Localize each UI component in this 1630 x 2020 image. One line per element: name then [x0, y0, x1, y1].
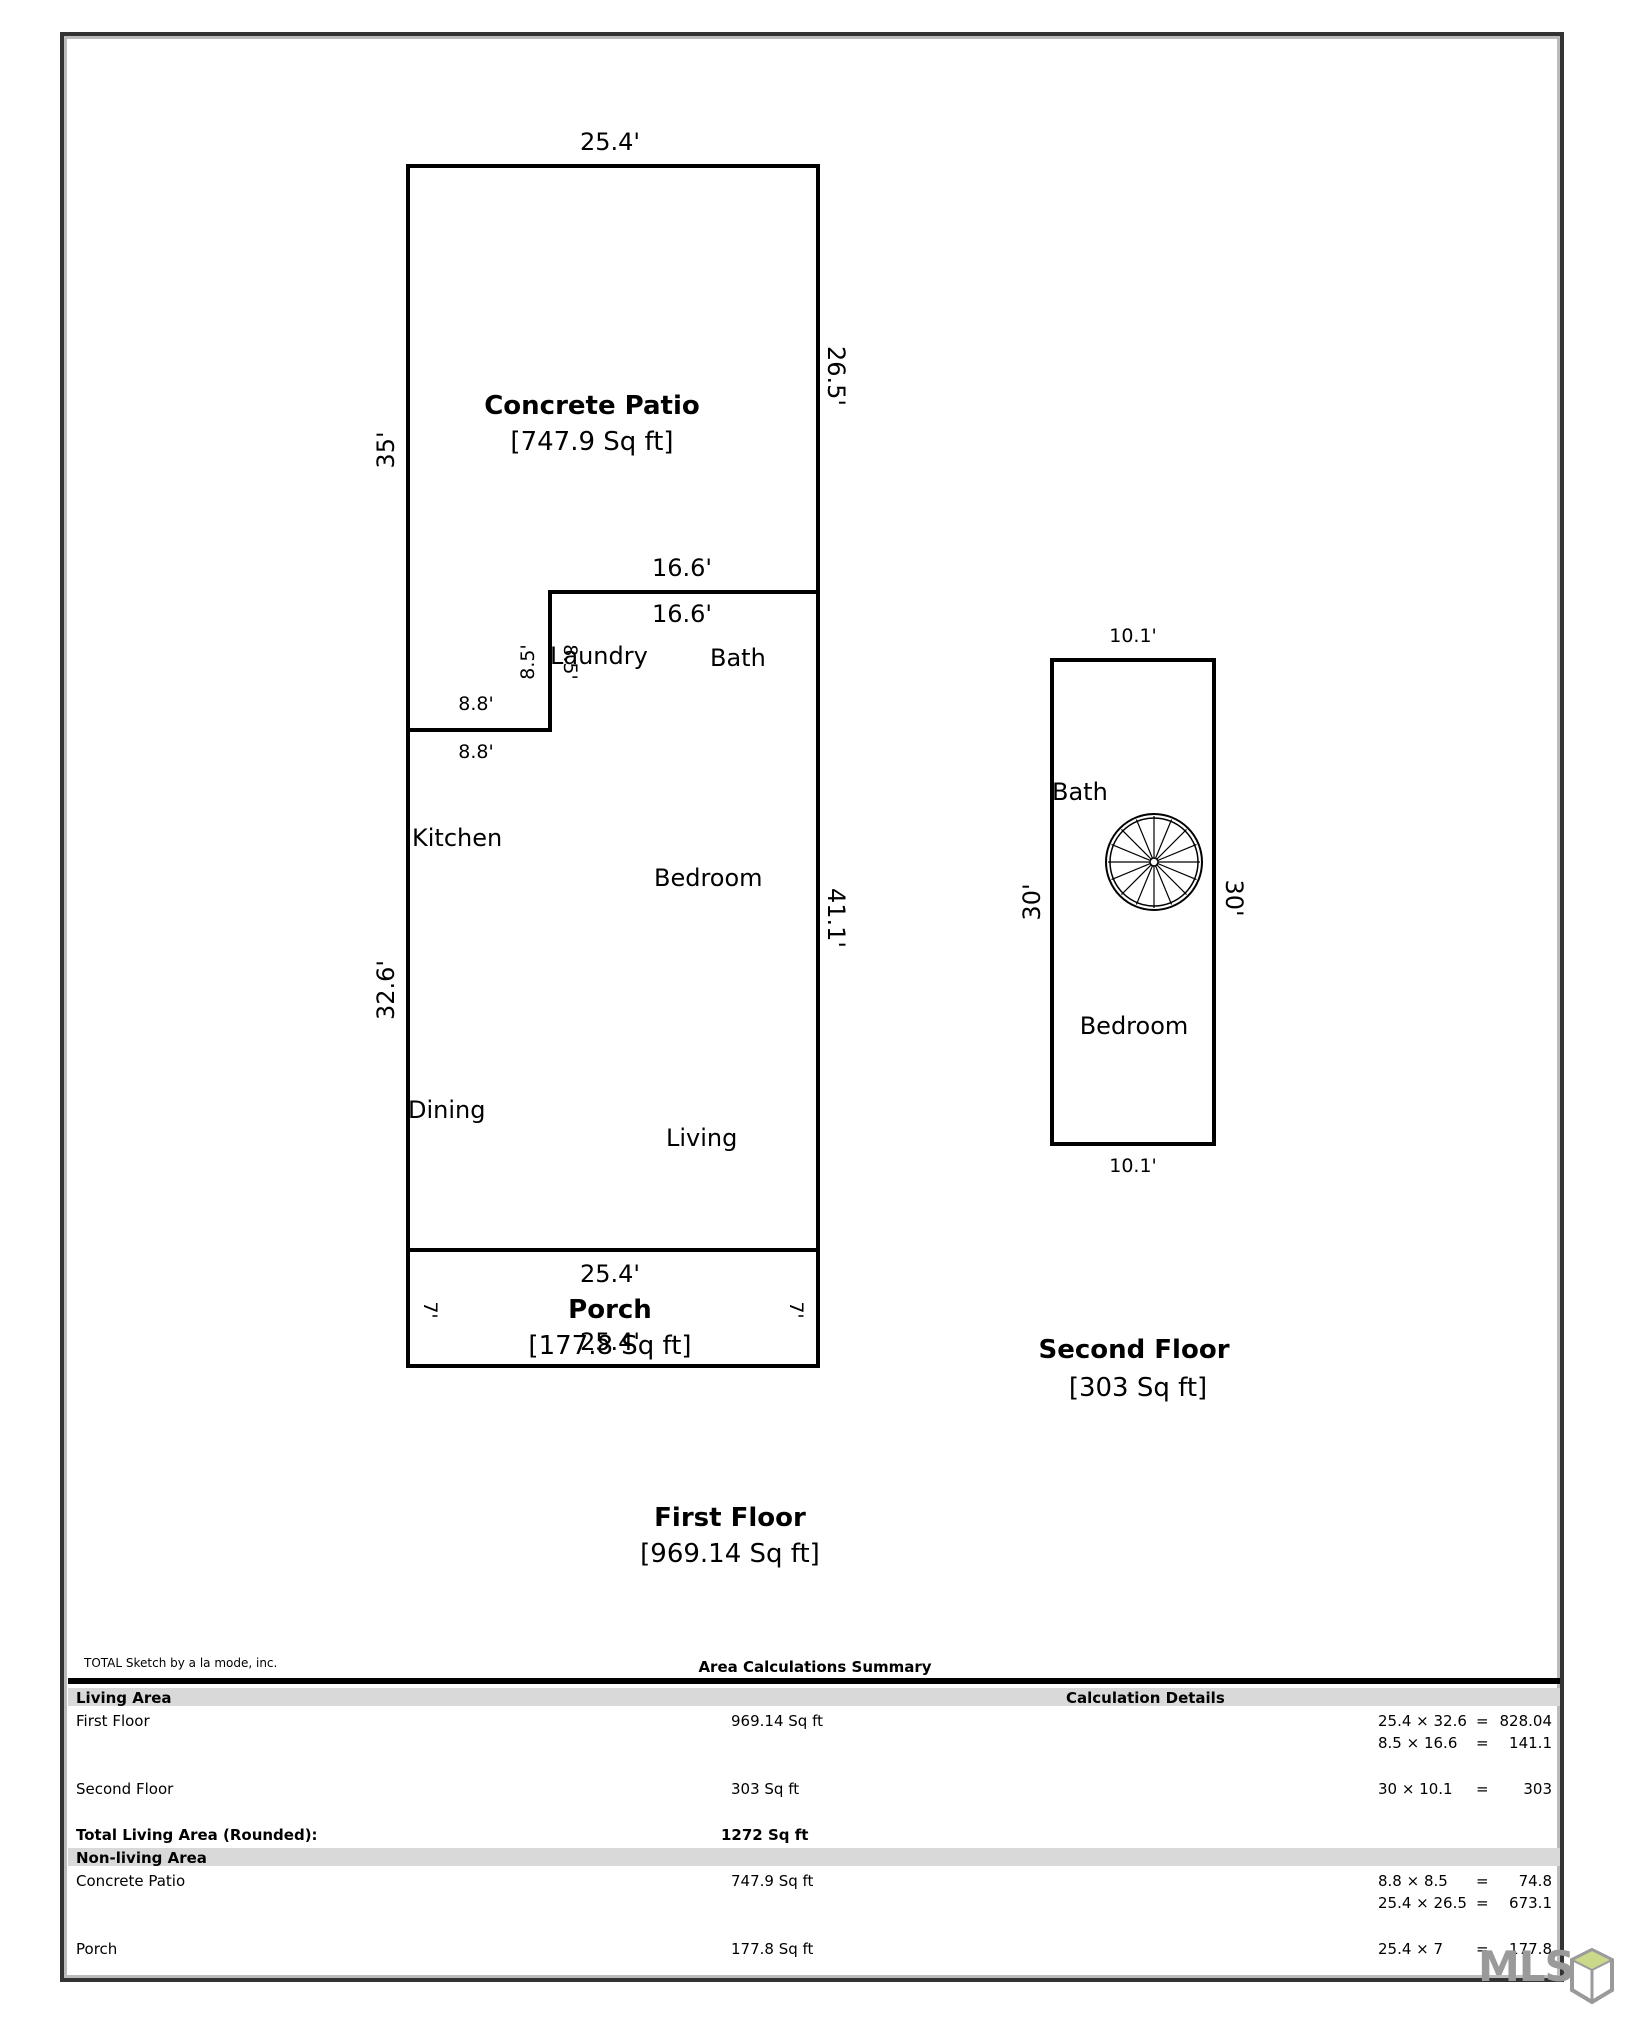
first-floor-area: [969.14 Sq ft] — [640, 1539, 820, 1569]
dim-house-right: 41.1' — [822, 888, 850, 948]
living-area-band — [68, 1688, 1560, 1706]
patio-area: [747.9 Sq ft] — [510, 427, 673, 457]
dim-patio-left: 35' — [372, 431, 400, 468]
calc-eq: = — [1476, 1894, 1489, 1912]
dim-second-top: 10.1' — [1109, 625, 1157, 647]
dim-house-left: 32.6' — [372, 960, 400, 1020]
calc-eq: = — [1476, 1872, 1489, 1890]
calculation-details-header: Calculation Details — [1066, 1689, 1225, 1707]
calc-expr: 30 × 10.1 — [1378, 1780, 1453, 1798]
calc-expr: 8.5 × 16.6 — [1378, 1734, 1458, 1752]
first-floor-title: First Floor — [654, 1503, 806, 1533]
calc-value: 673.1 — [1509, 1894, 1552, 1912]
calc-expr: 25.4 × 32.6 — [1378, 1712, 1467, 1730]
dim-notch-top-inner: 16.6' — [652, 600, 712, 628]
stair-tread — [1135, 819, 1155, 863]
row-first-floor-area: 969.14 Sq ft — [731, 1712, 823, 1730]
stair-tread — [1153, 861, 1173, 905]
calc-value: 141.1 — [1509, 1734, 1552, 1752]
dim-second-left: 30' — [1018, 883, 1046, 920]
calc-expr: 25.4 × 26.5 — [1378, 1894, 1467, 1912]
software-credit: TOTAL Sketch by a la mode, inc. — [84, 1656, 278, 1670]
calc-eq: = — [1476, 1780, 1489, 1798]
stair-tread — [1153, 829, 1187, 863]
dim-second-bottom: 10.1' — [1109, 1155, 1157, 1177]
page-frame — [60, 32, 1564, 1982]
stair-tread — [1153, 861, 1197, 881]
calc-expr: 25.4 × 7 — [1378, 1940, 1444, 1958]
dim-porch-top: 25.4' — [580, 1260, 640, 1288]
row-porch-area: 177.8 Sq ft — [731, 1940, 814, 1958]
stair-tread — [1121, 861, 1155, 895]
dim-notch-bottom-outer: 8.8' — [458, 693, 493, 715]
stair-tread — [1153, 843, 1197, 863]
calc-eq: = — [1476, 1734, 1489, 1752]
row-first-floor-name: First Floor — [76, 1712, 150, 1730]
dim-notch-top-outer: 16.6' — [652, 554, 712, 582]
dim-porch-left: 7' — [419, 1301, 441, 1318]
room-label-laundry: Laundry — [550, 642, 648, 670]
calc-eq: = — [1476, 1712, 1489, 1730]
room-label-second-bedroom: Bedroom — [1080, 1012, 1189, 1040]
row-second-floor-name: Second Floor — [76, 1780, 174, 1798]
stair-tread — [1135, 861, 1155, 905]
dim-porch-right: 7' — [785, 1301, 807, 1318]
dim-notch-vertical-outer: 8.5' — [517, 644, 539, 679]
second-floor-area: [303 Sq ft] — [1069, 1373, 1207, 1403]
summary-title: Area Calculations Summary — [698, 1658, 932, 1676]
calc-value: 303 — [1523, 1780, 1552, 1798]
second-floor-outline — [1050, 658, 1216, 1146]
row-concrete-patio-area: 747.9 Sq ft — [731, 1872, 814, 1890]
room-label-living: Living — [666, 1124, 737, 1152]
room-label-kitchen: Kitchen — [412, 824, 502, 852]
room-label-bath: Bath — [710, 644, 766, 672]
spiral-staircase-icon — [1105, 813, 1203, 911]
row-second-floor-area: 303 Sq ft — [731, 1780, 800, 1798]
room-label-bedroom: Bedroom — [654, 864, 763, 892]
calc-value: 828.04 — [1499, 1712, 1553, 1730]
calc-value: 177.8 — [1509, 1940, 1552, 1958]
dim-second-right: 30' — [1220, 879, 1248, 916]
summary-rule — [68, 1678, 1560, 1684]
non-living-area-band — [68, 1848, 1560, 1866]
dim-patio-right: 26.5' — [822, 346, 850, 406]
mls-box-logo-icon — [1569, 1947, 1615, 2005]
stair-tread — [1153, 819, 1173, 863]
living-area-header: Living Area — [76, 1689, 172, 1707]
non-living-area-header: Non-living Area — [76, 1849, 207, 1867]
calc-value: 74.8 — [1518, 1872, 1552, 1890]
dim-notch-vertical-inner: 8.5' — [559, 644, 581, 679]
total-living-label: Total Living Area (Rounded): — [76, 1826, 318, 1844]
dim-porch-bottom: 25.4' — [580, 1328, 640, 1356]
dim-patio-top: 25.4' — [580, 128, 640, 156]
row-porch-name: Porch — [76, 1940, 118, 1958]
room-label-second-bath: Bath — [1052, 778, 1108, 806]
calc-eq: = — [1476, 1940, 1489, 1958]
dim-notch-bottom-inner: 8.8' — [458, 741, 493, 763]
room-label-dining: Dining — [408, 1096, 485, 1124]
stair-tread — [1111, 861, 1155, 881]
first-floor-outline — [406, 164, 820, 1368]
second-floor-title: Second Floor — [1038, 1335, 1229, 1365]
porch-title: Porch — [568, 1295, 652, 1325]
porch-area: [177.8 Sq ft] — [528, 1331, 691, 1361]
stair-tread — [1121, 829, 1155, 863]
calc-expr: 8.8 × 8.5 — [1378, 1872, 1448, 1890]
stair-tread — [1153, 861, 1187, 895]
patio-title: Concrete Patio — [484, 391, 700, 421]
total-living-value: 1272 Sq ft — [721, 1826, 809, 1844]
building-outline — [406, 164, 820, 1368]
stair-tread — [1111, 843, 1155, 863]
mls-watermark-logo: MLS — [1478, 1942, 1575, 1991]
floor-plan-sketch: Concrete Patio [747.9 Sq ft] 25.4' 26.5'… — [372, 128, 1248, 1569]
patio-notch-wall — [408, 590, 818, 732]
row-concrete-patio-name: Concrete Patio — [76, 1872, 186, 1890]
